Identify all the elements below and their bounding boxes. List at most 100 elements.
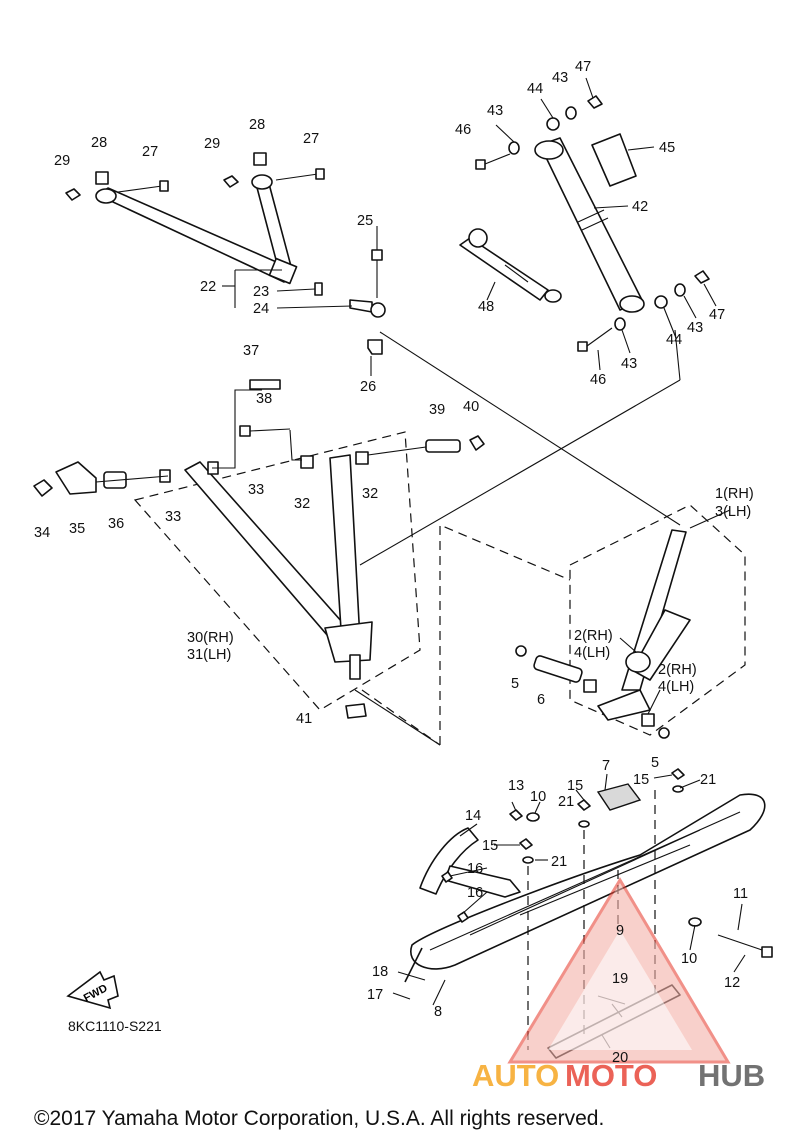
bolt-46-bottom — [577, 327, 613, 352]
callout-43-b: 43 — [552, 70, 568, 86]
callout-9: 9 — [616, 923, 624, 939]
washer-43-b — [565, 106, 577, 120]
nut-15-a — [577, 799, 591, 811]
washer-5-left — [515, 645, 527, 657]
callout-28-b: 28 — [249, 117, 265, 133]
shock-absorber — [534, 137, 645, 313]
nut-29-left — [65, 188, 81, 201]
callout-33-b: 33 — [248, 482, 264, 498]
callout-48: 48 — [478, 299, 494, 315]
washer-10-a — [526, 812, 540, 822]
ski-plate-7 — [596, 783, 642, 811]
callout-35: 35 — [69, 521, 85, 537]
callout-29-b: 29 — [204, 136, 220, 152]
callout-43-a: 43 — [487, 103, 503, 119]
cotter-pin-11 — [737, 903, 743, 931]
nut-47-b — [694, 270, 710, 284]
callout-labels: 1(RH) 3(LH) 2(RH) 4(LH) 2(RH) 4(LH) 5 5 … — [34, 59, 754, 1066]
callout-15-a: 15 — [567, 778, 583, 794]
nut-29-right — [223, 175, 239, 188]
ball-joint-24 — [349, 299, 386, 318]
callout-3: 3(LH) — [715, 504, 751, 520]
callout-13: 13 — [508, 778, 524, 794]
bolt-38 — [239, 425, 291, 437]
nut-15-b — [519, 838, 533, 850]
bushing-32-b — [355, 451, 369, 465]
bushing-2-4-b — [641, 713, 655, 727]
callout-43-d: 43 — [687, 320, 703, 336]
callout-21-c: 21 — [700, 772, 716, 788]
callout-44-b: 44 — [666, 332, 682, 348]
bolt-37 — [249, 379, 281, 390]
bolt-46-top — [475, 153, 511, 170]
callout-5-a: 5 — [511, 676, 519, 692]
callout-20: 20 — [612, 1050, 628, 1066]
washer-21-a — [578, 820, 590, 828]
fwd-arrow-icon: FWD — [66, 970, 119, 1010]
callout-47-a: 47 — [575, 59, 591, 75]
callout-41: 41 — [296, 711, 312, 727]
bushing-28-left — [95, 171, 109, 185]
washer-43-d — [674, 283, 686, 297]
callout-29-a: 29 — [54, 153, 70, 169]
callout-18: 18 — [372, 964, 388, 980]
bolt-16-a — [441, 871, 453, 883]
callout-14: 14 — [465, 808, 481, 824]
washer-5-right — [658, 727, 670, 739]
callout-42: 42 — [632, 199, 648, 215]
watermark-part3: HUB — [698, 1058, 765, 1093]
collar-44-b — [654, 295, 668, 309]
callout-34: 34 — [34, 525, 50, 541]
collar-44-a — [546, 117, 560, 131]
callout-15-c: 15 — [633, 772, 649, 788]
callout-40: 40 — [463, 399, 479, 415]
callout-32-a: 32 — [294, 496, 310, 512]
callout-46-a: 46 — [455, 122, 471, 138]
nut-15-c — [671, 768, 685, 780]
callout-2-a: 2(RH) — [574, 628, 613, 644]
collar-23 — [314, 282, 323, 296]
washer-10-b — [688, 917, 702, 927]
callout-8: 8 — [434, 1004, 442, 1020]
nut-40 — [469, 435, 485, 451]
callout-11: 11 — [733, 886, 748, 902]
screw-17 — [392, 992, 411, 1000]
ski-handle-14 — [419, 827, 521, 898]
callout-26: 26 — [360, 379, 376, 395]
callout-38: 38 — [256, 391, 272, 407]
callout-25: 25 — [357, 213, 373, 229]
callout-16-a: 16 — [467, 861, 483, 877]
callout-16-b: 16 — [467, 885, 483, 901]
watermark-part1: AUTO — [472, 1058, 559, 1093]
callout-15-b: 15 — [482, 838, 498, 854]
callout-4-a: 4(LH) — [574, 645, 610, 661]
callout-27-b: 27 — [303, 131, 319, 147]
washer-21-b — [522, 856, 534, 864]
shaft-39 — [425, 439, 461, 453]
callout-10-b: 10 — [681, 951, 697, 967]
bolt-25 — [371, 249, 383, 298]
callout-22: 22 — [200, 279, 216, 295]
callout-47-b: 47 — [709, 307, 725, 323]
nut-34 — [33, 479, 53, 497]
washer-43-c — [614, 317, 626, 331]
callout-21-a: 21 — [558, 794, 574, 810]
bolt-27-left — [117, 180, 169, 193]
bolt-12 — [717, 934, 773, 958]
bushing-32-a — [300, 455, 314, 469]
callout-33-a: 33 — [165, 509, 181, 525]
callout-27-a: 27 — [142, 144, 158, 160]
washer-43-a — [508, 141, 520, 155]
diagram-code: 8KC1110-S221 — [68, 1018, 162, 1034]
callout-44-a: 44 — [527, 81, 543, 97]
callout-23: 23 — [253, 284, 269, 300]
callout-12: 12 — [724, 975, 740, 991]
callout-31: 31(LH) — [187, 647, 231, 663]
callout-10-a: 10 — [530, 789, 546, 805]
callout-28-a: 28 — [91, 135, 107, 151]
nut-47-a — [587, 95, 603, 109]
bolt-27-right — [275, 168, 325, 181]
bushing-28-right — [253, 152, 267, 166]
callout-45: 45 — [659, 140, 675, 156]
